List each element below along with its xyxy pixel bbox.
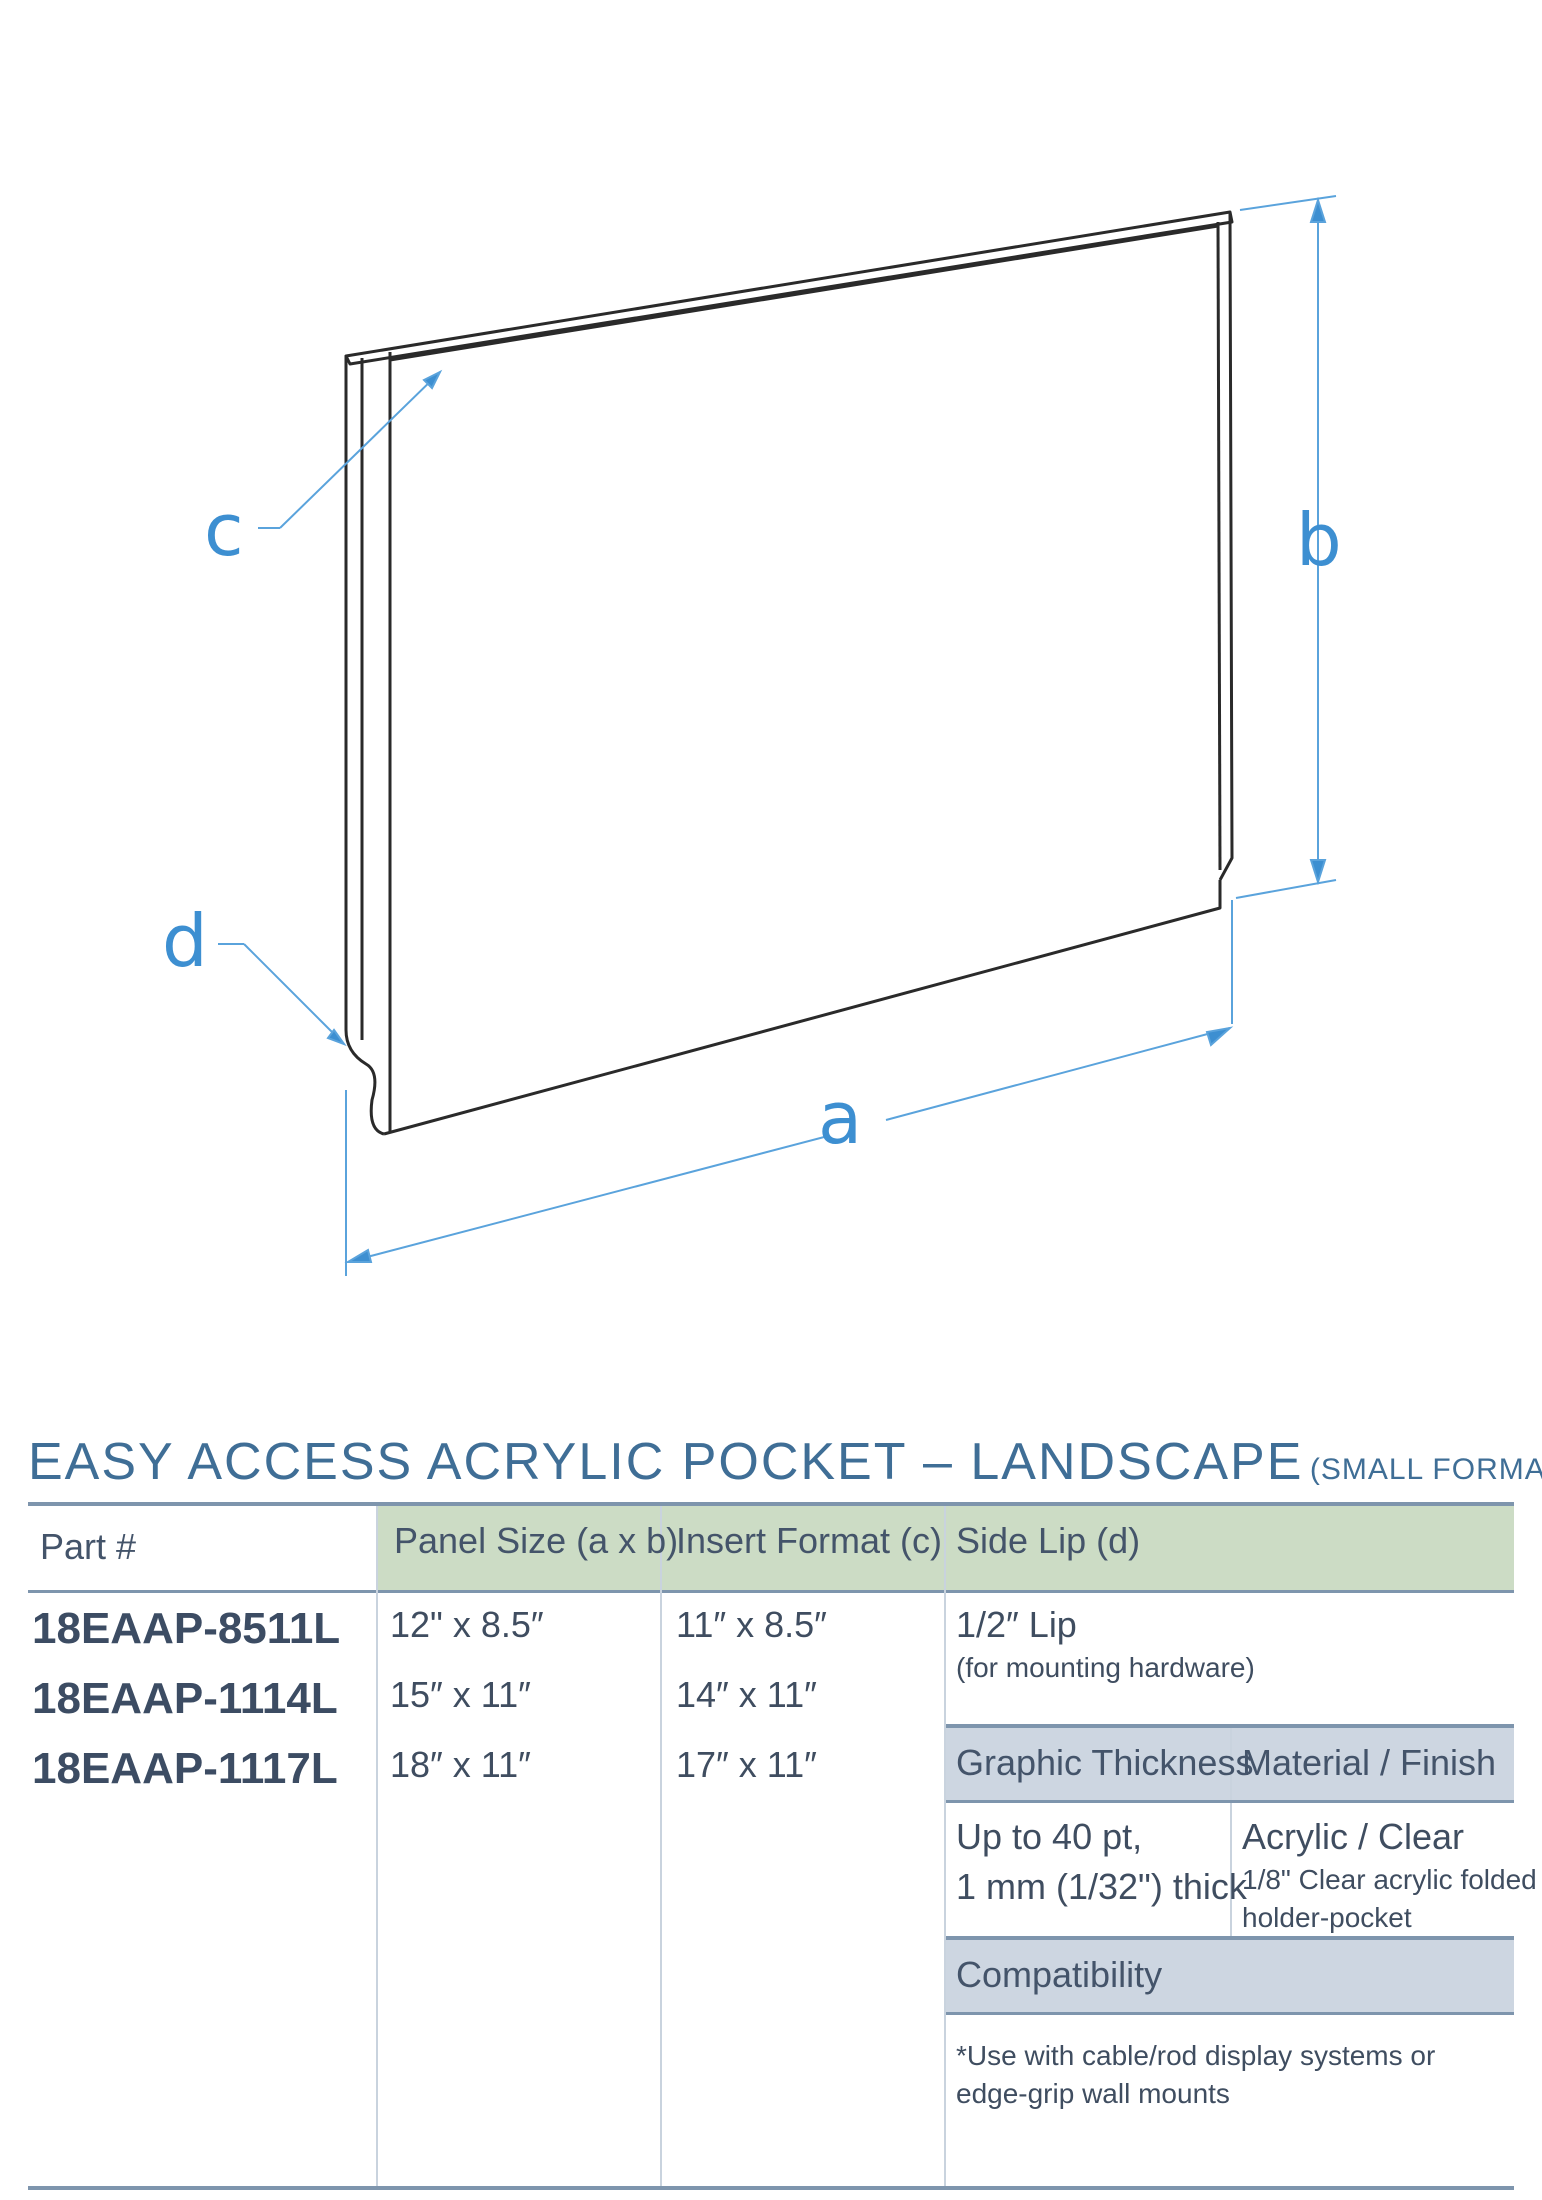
table-top-rule [28,1502,1514,1506]
header-insert-format: Insert Format (c) [676,1520,943,1561]
header-part: Part # [40,1526,137,1567]
col-divider-3 [944,1506,946,2188]
graphic-header-bottom-rule [946,1800,1514,1803]
product-title: EASY ACCESS ACRYLIC POCKET – LANDSCAPE (… [28,1432,1542,1492]
part-number-2: 18EAAP-1114L [32,1674,338,1723]
compat-header-band [946,1940,1514,2012]
graphic-thickness-line2: 1 mm (1/32") thick [956,1866,1247,1907]
compat-header-top-rule [946,1936,1514,1940]
panel-size-1: 12" x 8.5″ [390,1604,544,1645]
panel-size-3: 18″ x 11″ [390,1744,531,1785]
table-bottom-rule [28,2186,1514,2190]
material-note-2: holder-pocket [1242,1902,1412,1933]
insert-format-2: 14″ x 11″ [676,1674,817,1715]
header-material-finish: Material / Finish [1242,1742,1497,1783]
label-c: c [204,488,244,572]
header-band-green [378,1506,1514,1590]
header-compatibility: Compatibility [956,1954,1163,1995]
compat-header-bottom-rule [946,2012,1514,2015]
panel-size-2: 15″ x 11″ [390,1674,531,1715]
part-number-3: 18EAAP-1117L [32,1744,338,1793]
material-value: Acrylic / Clear [1242,1816,1465,1857]
material-note-1: 1/8" Clear acrylic folded [1242,1864,1537,1895]
acrylic-pocket-outline [344,210,1234,1136]
product-diagram: c d b a [162,195,1342,1276]
compatibility-line2: edge-grip wall mounts [956,2078,1230,2109]
col-divider-1 [376,1506,378,2188]
header-side-lip: Side Lip (d) [956,1520,1141,1561]
side-lip-value: 1/2″ Lip [956,1604,1077,1645]
label-a: a [818,1076,862,1160]
label-b: b [1296,498,1342,582]
header-bottom-rule [28,1590,1514,1593]
product-title-main: EASY ACCESS ACRYLIC POCKET – LANDSCAPE [28,1433,1304,1491]
graphic-thickness-line1: Up to 40 pt, [956,1816,1143,1857]
side-lip-note: (for mounting hardware) [956,1652,1255,1683]
col-divider-2 [660,1506,662,2188]
insert-format-3: 17″ x 11″ [676,1744,817,1785]
label-d: d [162,899,208,983]
part-number-1: 18EAAP-8511L [32,1604,341,1653]
header-graphic-thickness: Graphic Thickness [956,1742,1254,1783]
product-title-subtitle: (SMALL FORMAT) [1309,1453,1542,1486]
header-panel-size: Panel Size (a x b) [394,1520,679,1561]
insert-format-1: 11″ x 8.5″ [676,1604,827,1645]
compatibility-line1: *Use with cable/rod display systems or [956,2040,1436,2071]
graphic-col-divider [1230,1728,1232,1936]
graphic-header-top-rule [946,1724,1514,1728]
dimension-lines [218,195,1337,1276]
